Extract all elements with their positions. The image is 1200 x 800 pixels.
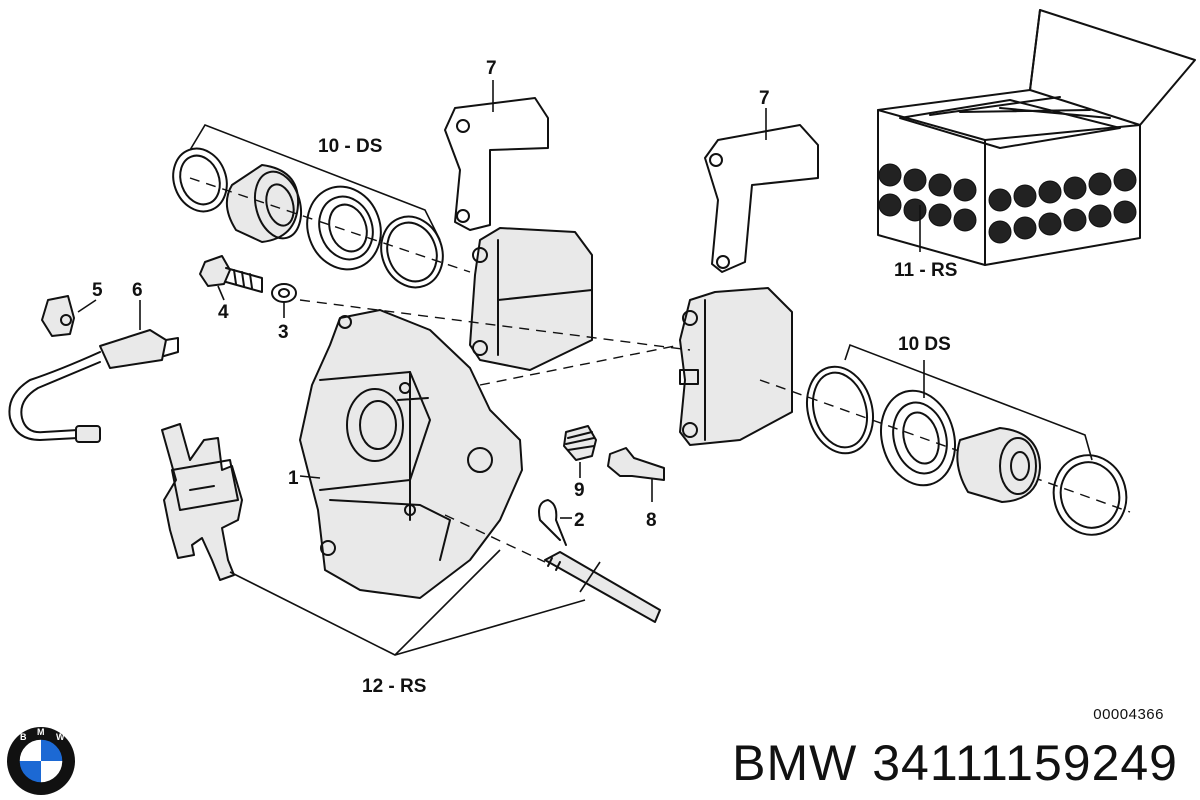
label-6: 6 (132, 280, 143, 301)
label-5: 5 (92, 280, 103, 301)
bleed-valve (607, 447, 665, 502)
guide-pin (444, 514, 661, 623)
label-9: 9 (574, 480, 585, 501)
caliper-housing (299, 309, 523, 599)
spring-clip (538, 499, 572, 546)
shim-left (444, 80, 549, 231)
label-4: 4 (218, 302, 229, 323)
part-labels: 1 2 3 4 5 6 7 7 8 9 10 - DS 10 DS 11 - R… (92, 58, 957, 697)
diagram-reference-number: 00004366 (1093, 706, 1164, 723)
label-7-left: 7 (486, 58, 497, 79)
label-3: 3 (278, 322, 289, 343)
bleeder-cap (563, 425, 597, 478)
label-11-rs: 11 - RS (894, 260, 957, 281)
pad-set-box (877, 9, 1196, 266)
label-1: 1 (288, 468, 299, 489)
svg-text:M: M (37, 727, 45, 737)
clip (41, 295, 97, 337)
part-number-caption: BMW 34111159249 (732, 735, 1178, 791)
shim-right (704, 108, 819, 273)
seal-kit-right (806, 343, 1128, 536)
wear-sensor (8, 300, 179, 443)
brake-pad-left (469, 227, 593, 371)
label-10-ds-right: 10 DS (898, 334, 951, 355)
spring-plate (161, 423, 586, 656)
svg-text:B: B (20, 732, 27, 742)
seal-kit-left (172, 124, 471, 289)
bmw-logo: B M W (7, 727, 75, 795)
label-7-right: 7 (759, 88, 770, 109)
svg-text:W: W (56, 732, 65, 742)
label-10-ds-left: 10 - DS (318, 136, 382, 157)
label-2: 2 (574, 510, 585, 531)
label-12-rs: 12 - RS (362, 676, 426, 697)
label-8: 8 (646, 510, 657, 531)
washer (271, 283, 297, 318)
brake-pad-right (679, 287, 793, 446)
bolt (199, 255, 263, 301)
box-holes (878, 163, 1137, 244)
